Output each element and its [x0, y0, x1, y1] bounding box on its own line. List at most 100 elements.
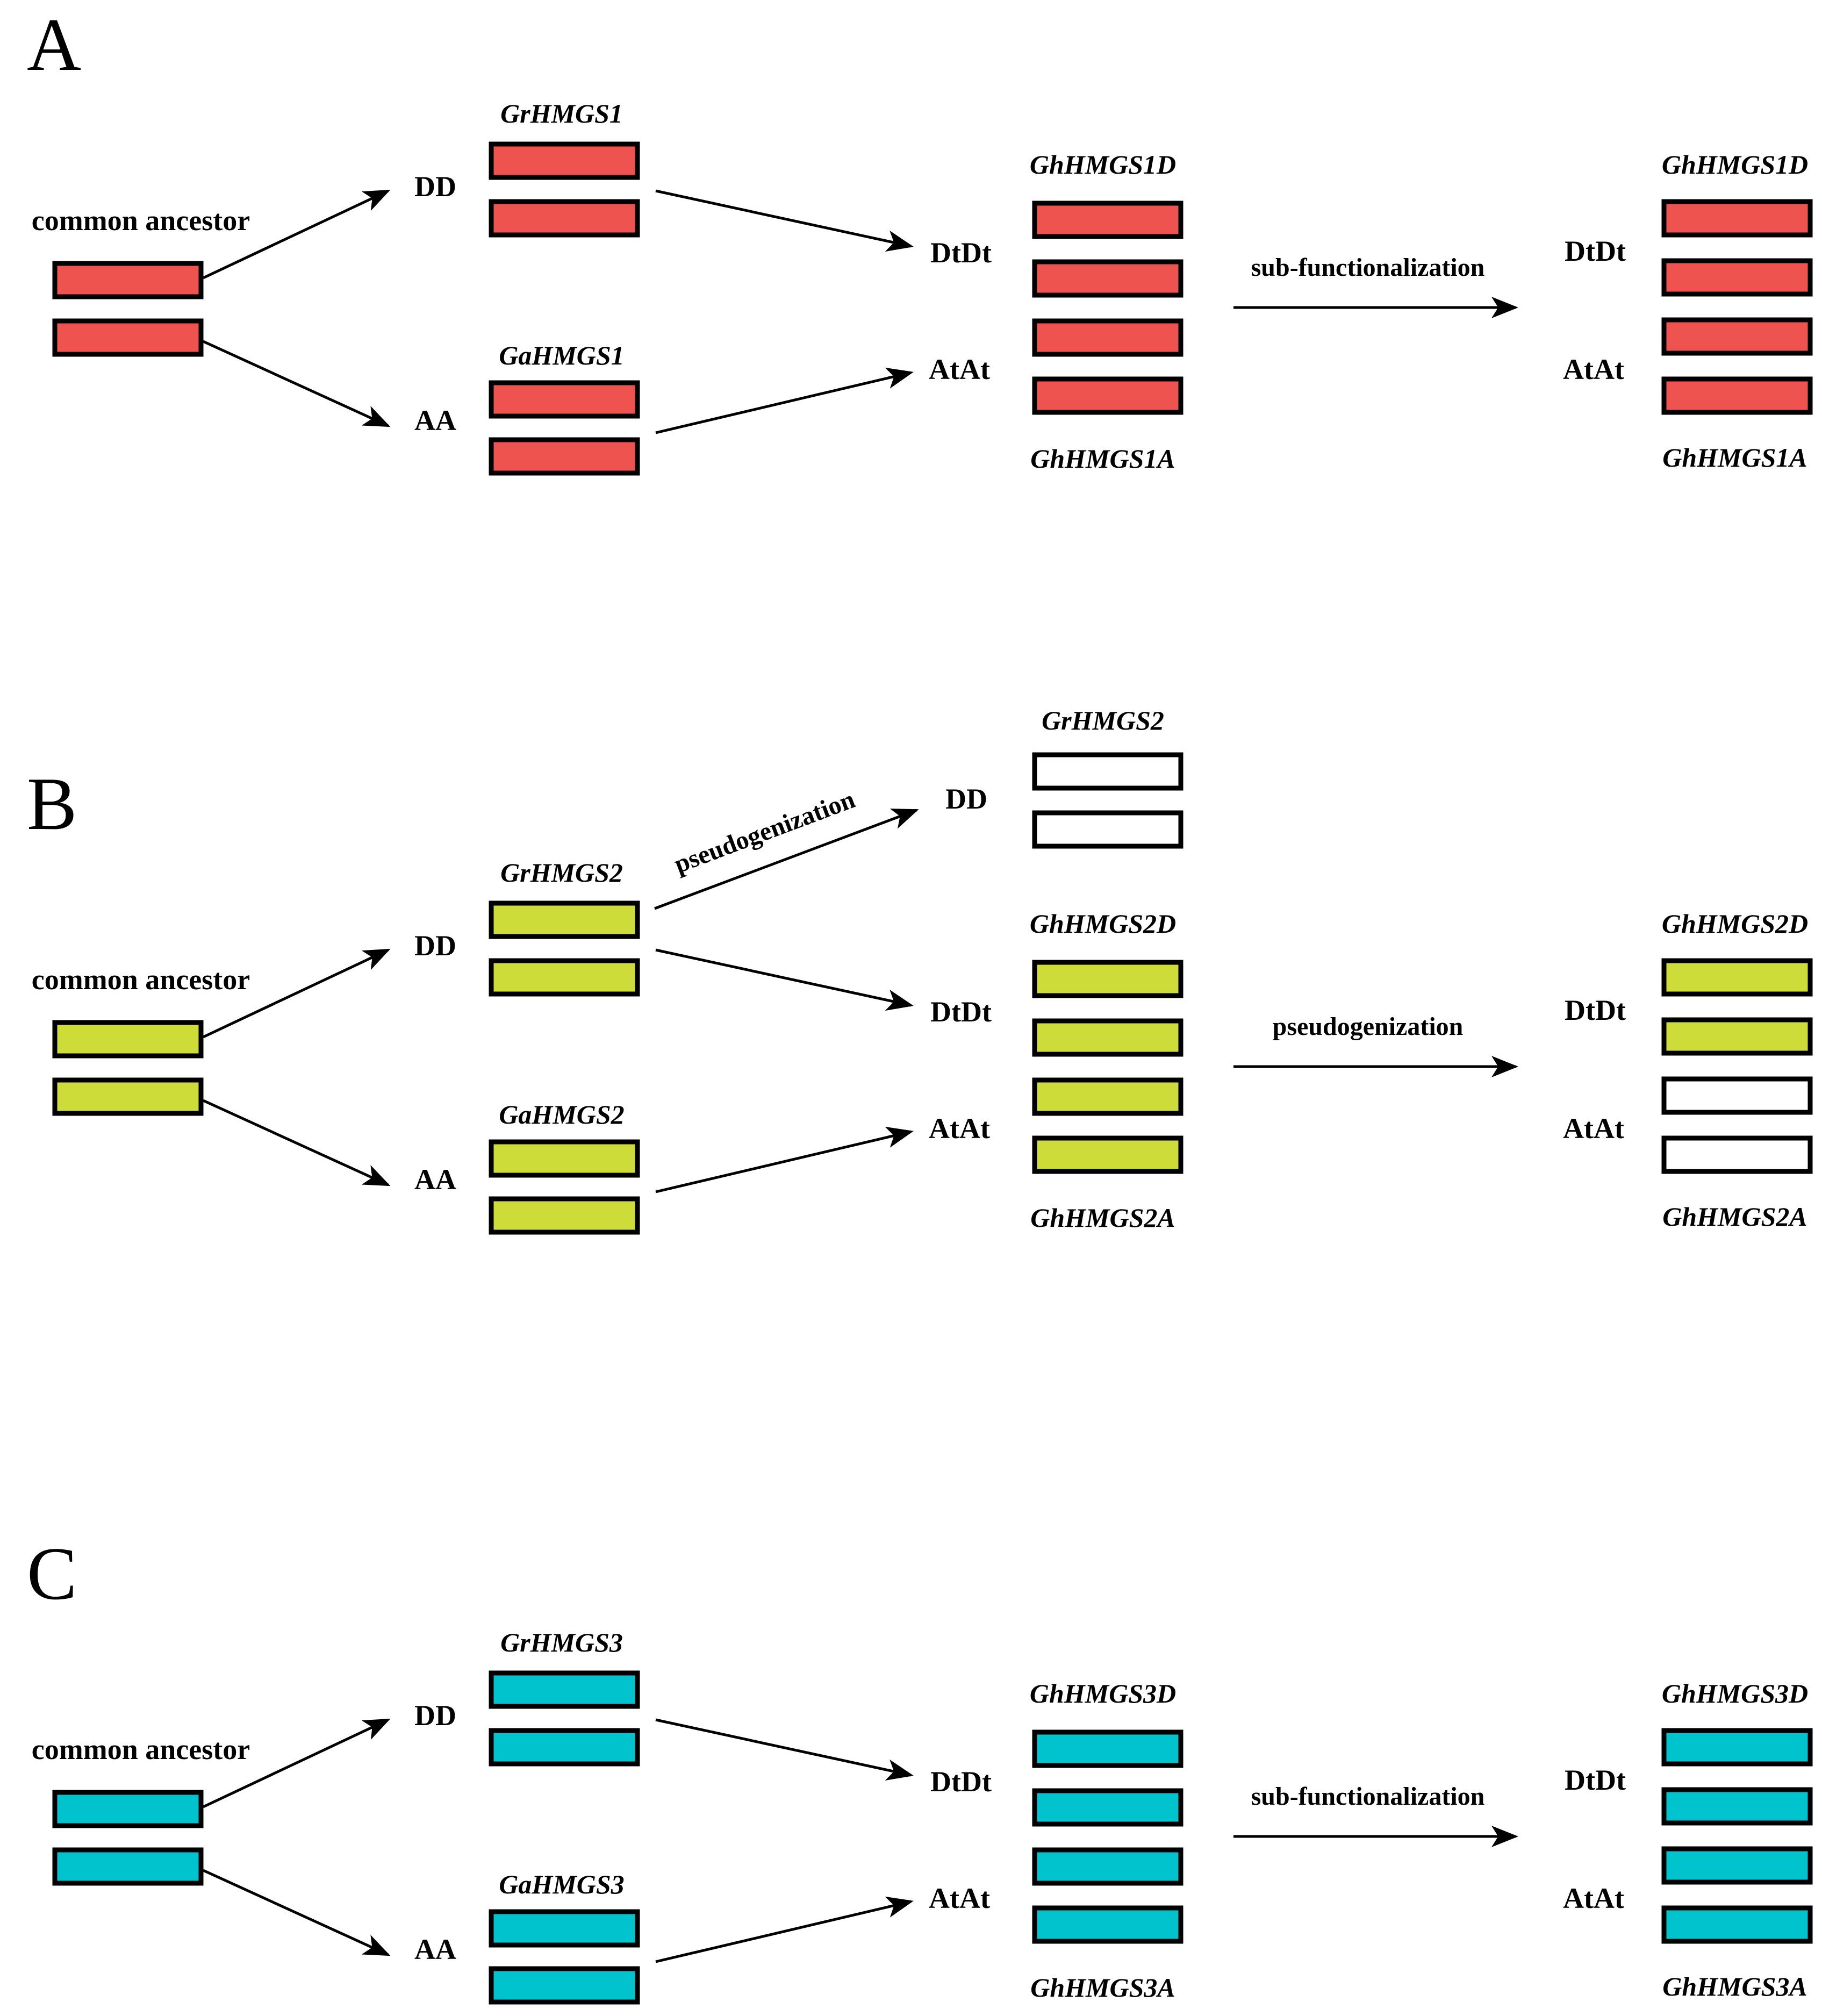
arrow-to-dd — [202, 189, 391, 280]
ga-gene-box — [489, 380, 640, 419]
gh-d-gene-label: GhHMGS3D — [1030, 1678, 1176, 1708]
arrow-to-aa — [202, 1869, 391, 1956]
process-label: pseudogenization — [1273, 1012, 1464, 1041]
ancestor-gene-box — [52, 318, 204, 357]
aa-label: AA — [414, 1933, 456, 1965]
pseudo-dd-label: DD — [945, 783, 987, 815]
atat-label: AtAt — [929, 353, 990, 385]
ga-gene-box — [489, 1966, 640, 2005]
gh-gene-box — [1032, 259, 1183, 298]
outcome-atat-label: AtAt — [1563, 353, 1624, 385]
ancestor-gene-box — [52, 1847, 204, 1886]
arrow-to-aa — [202, 1099, 391, 1186]
process-label: sub-functionalization — [1251, 253, 1485, 282]
gh-gene-box — [1032, 1077, 1183, 1116]
panel-letter: B — [27, 762, 77, 846]
gh-gene-box — [1032, 1018, 1183, 1057]
gh-a-gene-label: GhHMGS1A — [1030, 444, 1175, 474]
ancestor-gene-box — [52, 1790, 204, 1828]
outcome-atat-label: AtAt — [1563, 1112, 1624, 1145]
arrow-to-aa — [202, 340, 391, 427]
gh-gene-box — [1032, 376, 1183, 415]
pseudogenization-arrow — [654, 809, 919, 910]
arrow-to-dtdt — [655, 189, 914, 252]
arrow-to-dtdt — [655, 1718, 914, 1781]
gh-a-gene-label: GhHMGS2A — [1030, 1203, 1175, 1233]
outcome-dtdt-label: DtDt — [1565, 1764, 1626, 1796]
ga-gene-box — [489, 1139, 640, 1178]
arrow-to-atat — [655, 1126, 914, 1193]
outcome-gene-box — [1661, 1905, 1813, 1944]
outcome-gh-d-gene-label: GhHMGS3D — [1662, 1678, 1808, 1708]
pseudo-gr-gene-label: GrHMGS2 — [1042, 705, 1164, 735]
outcome-gh-d-gene-label: GhHMGS2D — [1662, 909, 1808, 939]
atat-label: AtAt — [929, 1882, 990, 1914]
outcome-gh-d-gene-label: GhHMGS1D — [1662, 149, 1808, 180]
gh-gene-box — [1032, 1788, 1183, 1827]
process-label: sub-functionalization — [1251, 1782, 1485, 1811]
pseudo-gene-box — [1032, 752, 1183, 791]
common-ancestor-label: common ancestor — [32, 963, 250, 996]
gh-gene-box — [1032, 1905, 1183, 1944]
atat-label: AtAt — [929, 1112, 990, 1145]
gr-gene-box — [489, 900, 640, 939]
gr-gene-box — [489, 1728, 640, 1767]
gh-d-gene-label: GhHMGS2D — [1030, 909, 1176, 939]
gh-d-gene-label: GhHMGS1D — [1030, 149, 1176, 180]
gh-gene-box — [1032, 1729, 1183, 1768]
aa-label: AA — [414, 1163, 456, 1196]
outcome-gh-a-gene-label: GhHMGS1A — [1662, 442, 1807, 473]
dtdt-label: DtDt — [930, 237, 992, 269]
dd-label: DD — [414, 930, 456, 962]
outcome-gene-box — [1661, 1846, 1813, 1885]
ga-gene-label: GaHMGS3 — [499, 1869, 624, 1899]
ancestor-gene-box — [52, 1020, 204, 1059]
dtdt-label: DtDt — [930, 1765, 992, 1798]
outcome-gene-box — [1661, 376, 1813, 415]
pseudo-gene-box — [1032, 810, 1183, 849]
gh-gene-box — [1032, 1847, 1183, 1886]
ancestor-gene-box — [52, 261, 204, 299]
dd-label: DD — [414, 170, 456, 203]
gh-gene-box — [1032, 201, 1183, 239]
arrow-to-dd — [202, 1718, 391, 1808]
outcome-gene-box — [1661, 958, 1813, 997]
common-ancestor-label: common ancestor — [32, 204, 250, 237]
common-ancestor-label: common ancestor — [32, 1733, 250, 1765]
ga-gene-box — [489, 1196, 640, 1235]
outcome-gene-box — [1661, 1728, 1813, 1767]
outcome-gene-box — [1661, 258, 1813, 297]
arrow-to-dtdt — [655, 948, 914, 1011]
outcome-dtdt-label: DtDt — [1565, 235, 1626, 267]
aa-label: AA — [414, 404, 456, 437]
ancestor-gene-box — [52, 1077, 204, 1116]
gr-gene-box — [489, 958, 640, 997]
outcome-gh-a-gene-label: GhHMGS2A — [1662, 1202, 1807, 1232]
outcome-gene-box — [1661, 1787, 1813, 1826]
ga-gene-label: GaHMGS1 — [499, 340, 624, 370]
gr-gene-box — [489, 199, 640, 238]
outcome-gene-box — [1661, 1017, 1813, 1056]
outcome-gene-box — [1661, 199, 1813, 238]
gr-gene-label: GrHMGS2 — [500, 857, 623, 888]
gr-gene-label: GrHMGS3 — [500, 1627, 623, 1657]
gr-gene-box — [489, 141, 640, 180]
dd-label: DD — [414, 1699, 456, 1732]
outcome-gene-box — [1661, 1076, 1813, 1115]
outcome-gene-box — [1661, 317, 1813, 356]
dtdt-label: DtDt — [930, 996, 992, 1028]
ga-gene-label: GaHMGS2 — [499, 1099, 624, 1129]
gh-a-gene-label: GhHMGS3A — [1030, 1972, 1175, 2003]
arrow-to-atat — [655, 1896, 914, 1963]
panel-letter: C — [27, 1532, 77, 1615]
outcome-gh-a-gene-label: GhHMGS3A — [1662, 1971, 1807, 2001]
pseudogenization-label: pseudogenization — [670, 785, 859, 878]
panel-letter: A — [27, 3, 81, 87]
arrow-to-atat — [655, 367, 914, 434]
ga-gene-box — [489, 1909, 640, 1948]
outcome-dtdt-label: DtDt — [1565, 994, 1626, 1026]
gr-gene-box — [489, 1670, 640, 1709]
